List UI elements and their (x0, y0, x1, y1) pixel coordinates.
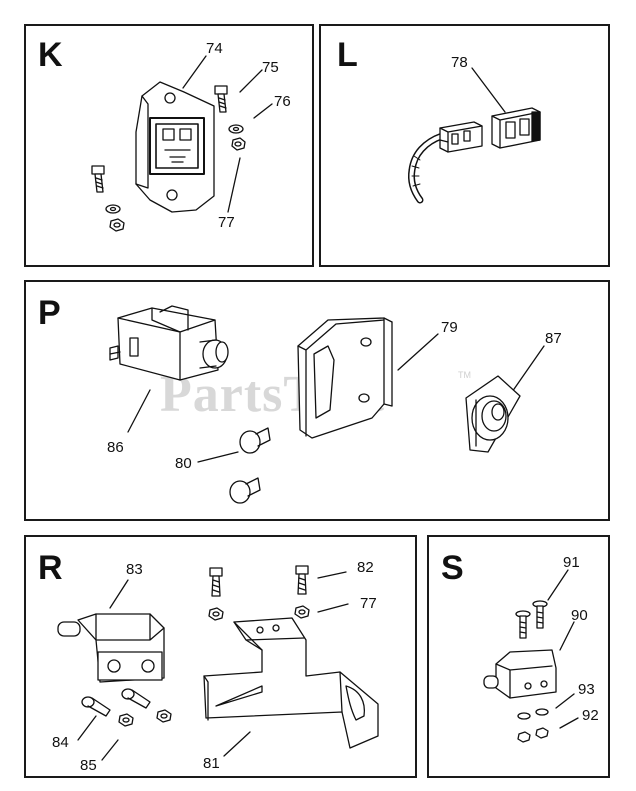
switch-83 (57, 613, 165, 683)
callout-77-r: 77 (360, 595, 377, 612)
panel-p-letter: P (38, 294, 61, 332)
rivet-80-upper (239, 427, 271, 454)
washer-93 (517, 712, 531, 720)
bolt-82-left (209, 567, 223, 597)
callout-76: 76 (274, 93, 291, 110)
bolt-91-right (532, 600, 548, 629)
panel-k-letter: K (38, 36, 63, 74)
callout-80: 80 (175, 455, 192, 472)
panel-r-letter: R (38, 549, 63, 587)
p-leader-lines (127, 333, 545, 463)
callout-83: 83 (126, 561, 143, 578)
callout-79: 79 (441, 319, 458, 336)
callout-78: 78 (451, 54, 468, 71)
plunger-switch-86 (109, 305, 229, 381)
push-button-87 (465, 375, 521, 453)
washer-76 (228, 124, 244, 134)
callout-87: 87 (545, 330, 562, 347)
panel-l-letter: L (337, 36, 358, 74)
callout-81: 81 (203, 755, 220, 772)
nut-92 (517, 731, 531, 743)
bolt-84-left (81, 696, 111, 717)
callout-86: 86 (107, 439, 124, 456)
bolt-82-right (295, 565, 309, 595)
bracket-81 (203, 617, 379, 749)
nut-85 (118, 713, 134, 727)
outlet-receptacle-74 (135, 81, 215, 213)
callout-91: 91 (563, 554, 580, 571)
bolt-lower-left (91, 165, 105, 193)
callout-77-k: 77 (218, 214, 235, 231)
switch-90 (483, 649, 557, 699)
nut-77 (231, 137, 246, 151)
bracket-79 (297, 317, 393, 439)
callout-82: 82 (357, 559, 374, 576)
callout-93: 93 (578, 681, 595, 698)
bolt-84-right (121, 688, 151, 709)
harness-connector-78 (408, 107, 541, 204)
watermark-tm: TM (458, 370, 471, 380)
rivet-80-lower (229, 477, 261, 504)
k-leader-lines (182, 55, 273, 213)
l-leader-line (471, 67, 506, 113)
s-leader-lines (547, 569, 579, 729)
bolt-91-left (515, 610, 531, 639)
callout-74: 74 (206, 40, 223, 57)
callout-84: 84 (52, 734, 69, 751)
panel-s-letter: S (441, 549, 464, 587)
bolt-75 (214, 85, 228, 113)
callout-75: 75 (262, 59, 279, 76)
callout-92: 92 (582, 707, 599, 724)
r-leader-lines (77, 571, 349, 761)
callout-90: 90 (571, 607, 588, 624)
callout-85: 85 (80, 757, 97, 774)
